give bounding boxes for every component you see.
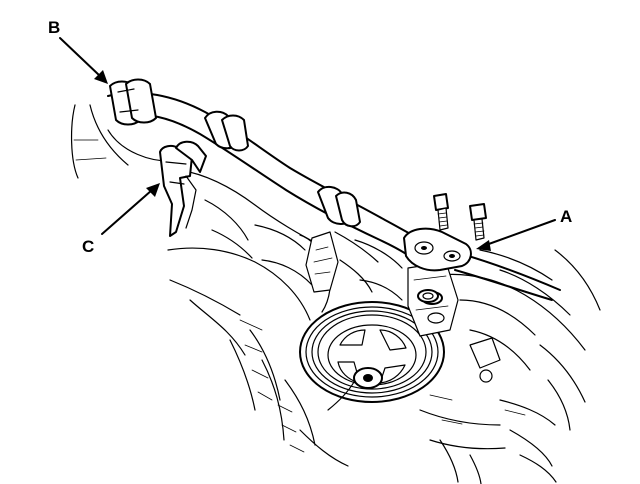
hose-sleeve-middle — [204, 110, 249, 152]
callout-leader-c — [101, 183, 160, 235]
callout-leader-b — [59, 37, 108, 84]
callout-label-c: C — [82, 237, 94, 256]
flange-bolt-right — [469, 203, 487, 241]
callout-label-b: B — [48, 18, 60, 37]
callout-label-a: A — [560, 207, 572, 226]
o-ring — [417, 289, 439, 303]
callout-leader-a — [476, 219, 556, 251]
crankshaft-pulley — [299, 301, 445, 411]
engine-block-background — [70, 104, 601, 484]
hose-fitting-a — [403, 227, 472, 272]
hose-bracket-c — [159, 140, 207, 237]
hose-sleeve-lower — [317, 186, 361, 228]
hose-fitting-b — [109, 78, 157, 126]
flange-bolt-left — [433, 193, 449, 231]
